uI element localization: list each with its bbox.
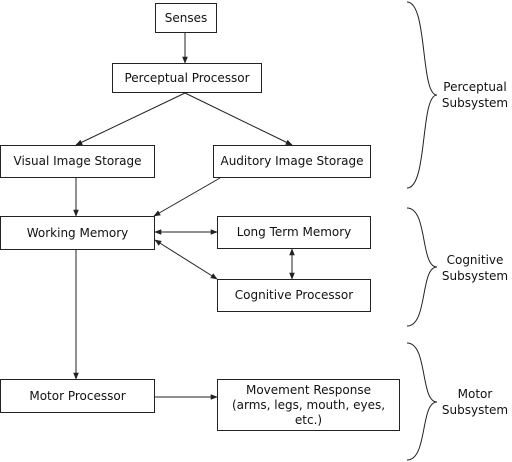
senses-label: Senses xyxy=(164,10,208,25)
perceptual-subsystem-label: Perceptual Subsystem xyxy=(441,80,509,110)
working-memory-box: Working Memory xyxy=(0,216,155,250)
perceptual-brace xyxy=(406,1,438,189)
arrow-working-cognitive xyxy=(154,239,218,280)
movement-response-examples: (arms, legs, mouth, eyes, etc.) xyxy=(231,397,386,427)
auditory-image-storage-box: Auditory Image Storage xyxy=(213,145,371,178)
arrow-auditory-to-working xyxy=(153,177,221,217)
perceptual-processor-box: Perceptual Processor xyxy=(112,63,262,93)
visual-image-storage-label: Visual Image Storage xyxy=(13,154,142,168)
long-term-memory-box: Long Term Memory xyxy=(217,216,371,249)
motor-brace xyxy=(406,342,438,461)
cognitive-subsystem-label: Cognitive Subsystem xyxy=(441,253,509,283)
motor-processor-label: Motor Processor xyxy=(29,388,126,403)
motor-subsystem-label: Motor Subsystem xyxy=(441,387,509,417)
movement-response-box: Movement Response (arms, legs, mouth, ey… xyxy=(217,379,400,431)
movement-response-label: Movement Response xyxy=(245,382,371,397)
arrow-perceptual-to-visual xyxy=(75,92,186,146)
long-term-memory-label: Long Term Memory xyxy=(236,225,352,239)
working-memory-label: Working Memory xyxy=(26,225,129,240)
motor-processor-box: Motor Processor xyxy=(0,379,155,413)
senses-box: Senses xyxy=(155,3,217,33)
perceptual-processor-label: Perceptual Processor xyxy=(124,70,250,85)
visual-image-storage-box: Visual Image Storage xyxy=(0,145,155,178)
cognitive-brace xyxy=(406,207,438,327)
auditory-image-storage-label: Auditory Image Storage xyxy=(220,154,364,168)
cognitive-processor-label: Cognitive Processor xyxy=(234,288,354,302)
cognitive-processor-box: Cognitive Processor xyxy=(217,279,371,312)
arrow-perceptual-to-auditory xyxy=(184,92,293,146)
